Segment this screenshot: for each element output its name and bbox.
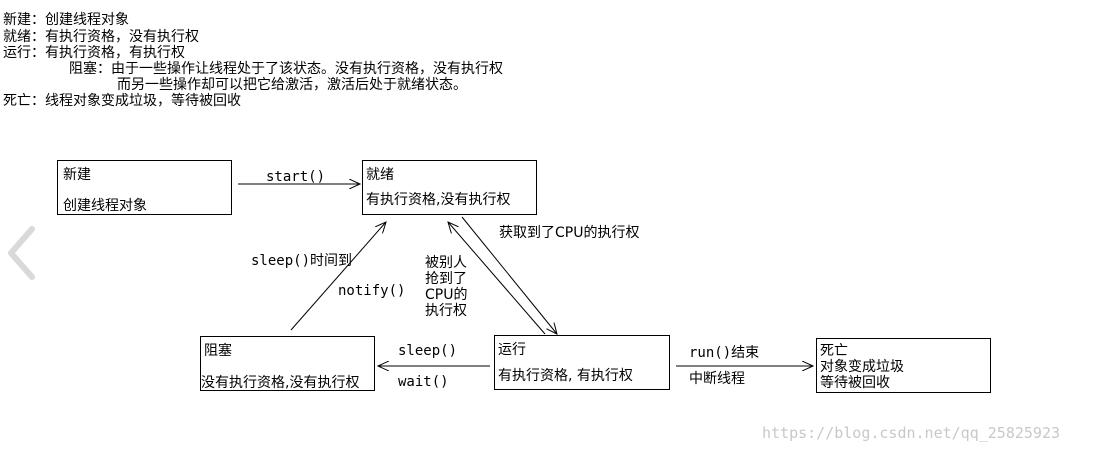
chevron-left-icon[interactable] bbox=[6, 226, 36, 280]
arrow-unblock bbox=[290, 222, 386, 331]
watermark: https://blog.csdn.net/qq_25825923 bbox=[762, 424, 1061, 442]
state-running-title: 运行 bbox=[498, 342, 526, 358]
label-wait: wait() bbox=[398, 374, 449, 390]
arrow-got-cpu bbox=[461, 216, 557, 334]
state-running: 运行 有执行资格, 有执行权 bbox=[494, 335, 670, 390]
label-sleep-over: sleep()时间到 bbox=[251, 253, 353, 269]
state-blocked: 阻塞 没有执行资格,没有执行权 bbox=[200, 336, 375, 391]
state-blocked-title: 阻塞 bbox=[204, 343, 232, 359]
label-preempted-4: 执行权 bbox=[425, 303, 467, 319]
state-dead-title: 死亡 bbox=[820, 343, 848, 359]
state-dead: 死亡 对象变成垃圾 等待被回收 bbox=[816, 338, 991, 393]
label-preempted-3: CPU的 bbox=[425, 287, 468, 303]
label-notify: notify() bbox=[338, 283, 406, 299]
arrow-preempted bbox=[448, 222, 546, 335]
note-ready: 就绪：有执行资格，没有执行权 bbox=[3, 29, 199, 45]
state-new-desc: 创建线程对象 bbox=[63, 198, 147, 214]
state-running-desc: 有执行资格, 有执行权 bbox=[498, 368, 633, 384]
label-interrupt: 中断线程 bbox=[689, 371, 745, 387]
state-new: 新建 创建线程对象 bbox=[57, 160, 232, 215]
state-ready: 就绪 有执行资格,没有执行权 bbox=[362, 160, 537, 215]
label-preempted-2: 抢到了 bbox=[425, 271, 467, 287]
label-got-cpu: 获取到了CPU的执行权 bbox=[499, 225, 640, 241]
note-running: 运行：有执行资格，有执行权 bbox=[3, 45, 185, 61]
label-preempted-1: 被别人 bbox=[425, 255, 467, 271]
note-blocked: 阻塞：由于一些操作让线程处于了该状态。没有执行资格，没有执行权 bbox=[69, 61, 503, 77]
state-dead-line1: 对象变成垃圾 bbox=[820, 359, 904, 375]
note-dead: 死亡：线程对象变成垃圾，等待被回收 bbox=[3, 93, 241, 109]
note-new: 新建：创建线程对象 bbox=[3, 12, 129, 28]
state-new-title: 新建 bbox=[63, 167, 91, 183]
note-blocked-cont: 而另一些操作却可以把它给激活，激活后处于就绪状态。 bbox=[117, 77, 467, 93]
state-blocked-desc: 没有执行资格,没有执行权 bbox=[201, 375, 360, 391]
state-ready-desc: 有执行资格,没有执行权 bbox=[366, 192, 511, 208]
label-run-end: run()结束 bbox=[689, 345, 760, 361]
label-start: start() bbox=[266, 169, 326, 185]
state-dead-line2: 等待被回收 bbox=[820, 375, 890, 391]
state-ready-title: 就绪 bbox=[366, 167, 394, 183]
label-sleep: sleep() bbox=[398, 343, 458, 359]
